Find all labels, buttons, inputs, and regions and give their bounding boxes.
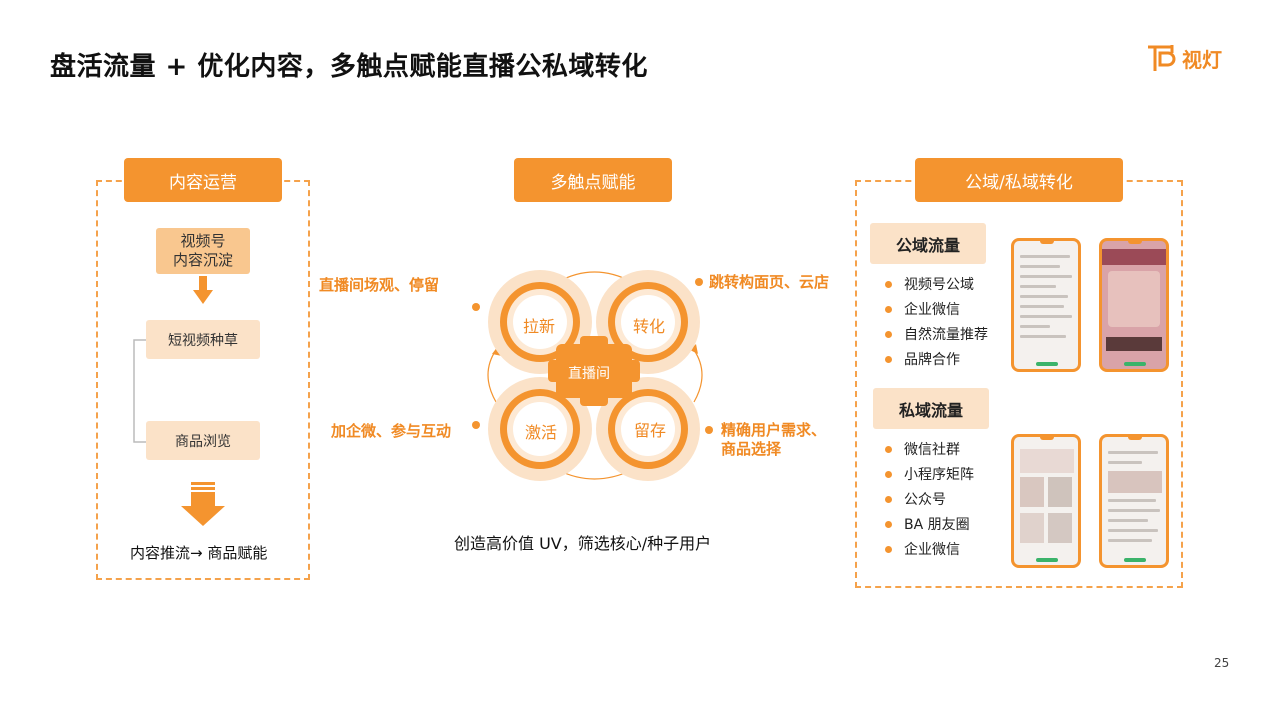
center-footer: 创造高价值 UV，筛选核心/种子用户 — [454, 534, 712, 553]
private-item-2: 小程序矩阵 — [885, 464, 974, 484]
dot-bottom-left — [472, 421, 480, 429]
node-lure: 拉新 — [523, 317, 556, 336]
private-traffic-header: 私域流量 — [873, 388, 989, 429]
public-item-2: 企业微信 — [885, 299, 960, 319]
video-content-box: 视频号 内容沉淀 — [156, 228, 250, 274]
content-ops-header: 内容运营 — [124, 158, 282, 202]
circle-bottom-right — [596, 377, 700, 481]
private-item-3: 公众号 — [885, 489, 946, 509]
note-bottom-left: 加企微、参与互动 — [331, 422, 452, 440]
public-item-4: 品牌合作 — [885, 349, 960, 369]
dot-top-left — [472, 303, 480, 311]
private-item-4: BA 朋友圈 — [885, 514, 970, 534]
big-down-arrow-icon — [181, 482, 225, 526]
node-activate: 激活 — [525, 423, 558, 442]
logo-text: 视灯 — [1182, 47, 1222, 72]
node-retain: 留存 — [634, 421, 667, 440]
funnel-diagram — [487, 270, 703, 481]
dot-bottom-right — [705, 426, 713, 434]
note-bottom-right-line2: 商品选择 — [721, 440, 782, 458]
phone-mockup-miniapp — [1011, 434, 1081, 568]
public-item-3: 自然流量推荐 — [885, 324, 988, 344]
note-top-left: 直播间场观、停留 — [319, 276, 440, 294]
content-push-text: 内容推流→ 商品赋能 — [130, 544, 268, 562]
note-top-right: 跳转构面页、云店 — [709, 273, 830, 291]
product-browse-box: 商品浏览 — [146, 421, 260, 460]
private-item-5: 企业微信 — [885, 539, 960, 559]
short-video-box: 短视频种草 — [146, 320, 260, 359]
note-bottom-right-line1: 精确用户需求、 — [721, 421, 827, 439]
private-item-1: 微信社群 — [885, 439, 960, 459]
multi-touch-header: 多触点赋能 — [514, 158, 672, 202]
dot-top-right — [695, 278, 703, 286]
phone-mockup-article — [1099, 434, 1169, 568]
brand-logo: 视灯 — [1146, 43, 1222, 73]
bracket-line — [133, 339, 146, 443]
video-content-line1: 视频号 — [180, 232, 226, 250]
logo-icon — [1148, 45, 1176, 71]
note-bottom-right: 精确用户需求、 商品选择 — [721, 421, 826, 459]
page-title: 盘活流量 + 优化内容，多触点赋能直播公私域转化 — [50, 52, 648, 82]
public-traffic-header: 公域流量 — [870, 223, 986, 264]
hub-gear — [548, 336, 640, 406]
page-number: 25 — [1214, 656, 1230, 670]
circle-top-right — [596, 270, 700, 374]
hub-label: 直播间 — [568, 366, 610, 382]
video-content-line2: 内容沉淀 — [172, 251, 233, 269]
circle-bottom-left — [488, 377, 592, 481]
conversion-header: 公域/私域转化 — [915, 158, 1123, 202]
phone-mockup-live — [1099, 238, 1169, 372]
down-arrow-icon — [193, 276, 213, 304]
public-item-1: 视频号公域 — [885, 274, 974, 294]
phone-mockup-chat — [1011, 238, 1081, 372]
node-convert: 转化 — [633, 317, 666, 336]
